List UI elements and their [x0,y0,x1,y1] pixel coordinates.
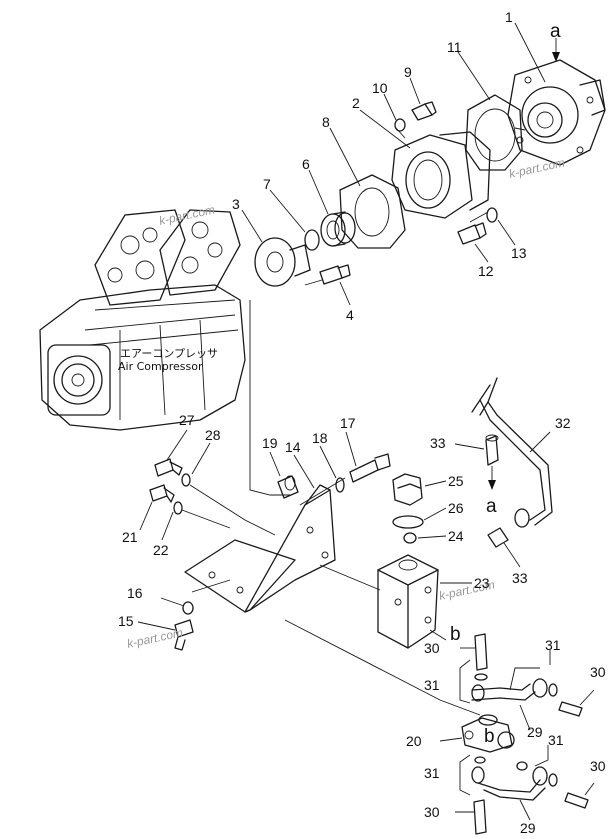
label-ref-b-low: b [484,726,495,747]
part-11-gasket [465,94,523,171]
part-10-washer [394,118,406,132]
label-part-33b: 33 [512,570,528,586]
label-part-20: 20 [406,733,422,749]
part-4-bolt [319,264,351,285]
label-part-30d: 30 [424,804,440,820]
label-part-31c: 31 [548,732,564,748]
part-33-fitting-upper [485,434,499,466]
part-21-bolt [149,484,175,503]
part-6-bearing [320,211,356,247]
part-8-gasket [339,174,406,249]
part-16-washer [182,601,194,615]
label-part-26: 26 [448,500,464,516]
label-part-25: 25 [448,473,464,489]
label-part-7: 7 [263,176,271,192]
label-part-19: 19 [262,435,278,451]
label-part-29a: 29 [527,724,543,740]
label-part-31a: 31 [545,637,561,653]
part-15-bolt [174,619,194,651]
part-17-bolt [349,453,391,483]
part-12-bolt [457,222,487,245]
label-part-15: 15 [118,613,134,629]
part-2-adapter [391,131,491,219]
label-part-32: 32 [555,415,571,431]
air-compressor-caption-en: Air Compressor [118,360,203,373]
label-part-21: 21 [122,529,138,545]
label-part-30b: 30 [590,664,606,680]
label-ref-b-mid: b [450,624,461,645]
label-part-23: 23 [474,575,490,591]
part-18-washer [335,477,345,493]
label-part-16: 16 [127,585,143,601]
part-9-bolt [411,101,437,121]
label-part-13: 13 [511,245,527,261]
label-part-17: 17 [340,415,356,431]
part-19-collar [277,475,299,499]
label-part-18: 18 [312,430,328,446]
label-part-11: 11 [447,39,462,55]
watermark-1: k-part.com [508,155,566,180]
label-part-22: 22 [153,542,169,558]
label-part-33a: 33 [430,435,446,451]
part-3-coupling [254,237,311,287]
label-part-6: 6 [302,156,310,172]
label-part-12: 12 [478,263,494,279]
label-part-27: 27 [179,412,195,428]
part-13-washer [486,207,498,223]
label-part-31d: 31 [424,765,440,781]
label-part-24: 24 [448,528,464,544]
lower-assembly [461,633,589,835]
part-27-bolt [154,458,183,477]
part-7-snap-ring [304,229,320,251]
callout-labels: 1 a 11 9 10 2 8 6 7 3 4 12 13 27 28 19 1… [118,9,606,836]
label-part-8: 8 [322,114,330,130]
watermark-2: k-part.com [158,202,216,227]
part-26-oring [392,515,424,529]
part-24-ring [403,532,417,544]
part-28-washer [181,473,191,487]
part-22-washer [173,501,183,515]
label-part-30a: 30 [424,640,440,656]
part-14-bracket [184,484,336,613]
air-compressor-caption-jp: エアーコンプレッサ [120,347,218,360]
label-part-31b: 31 [424,677,440,693]
label-part-14: 14 [285,439,301,455]
leader-lines [137,22,595,821]
part-25-plug [392,473,423,506]
label-ref-a-mid: a [486,496,497,517]
part-32-pipe [471,377,553,528]
label-part-29b: 29 [520,820,536,836]
label-part-4: 4 [346,307,354,323]
part-23-block [377,554,439,649]
label-ref-a-top: a [550,21,561,42]
air-compressor [39,209,246,431]
label-part-30c: 30 [590,758,606,774]
label-part-2: 2 [352,95,360,111]
part-1-housing [507,59,606,166]
label-part-3: 3 [232,196,240,212]
label-part-28: 28 [205,427,221,443]
label-part-9: 9 [404,64,412,80]
part-33-fitting-lower [487,527,509,548]
label-part-10: 10 [372,80,388,96]
label-part-1: 1 [505,9,513,25]
